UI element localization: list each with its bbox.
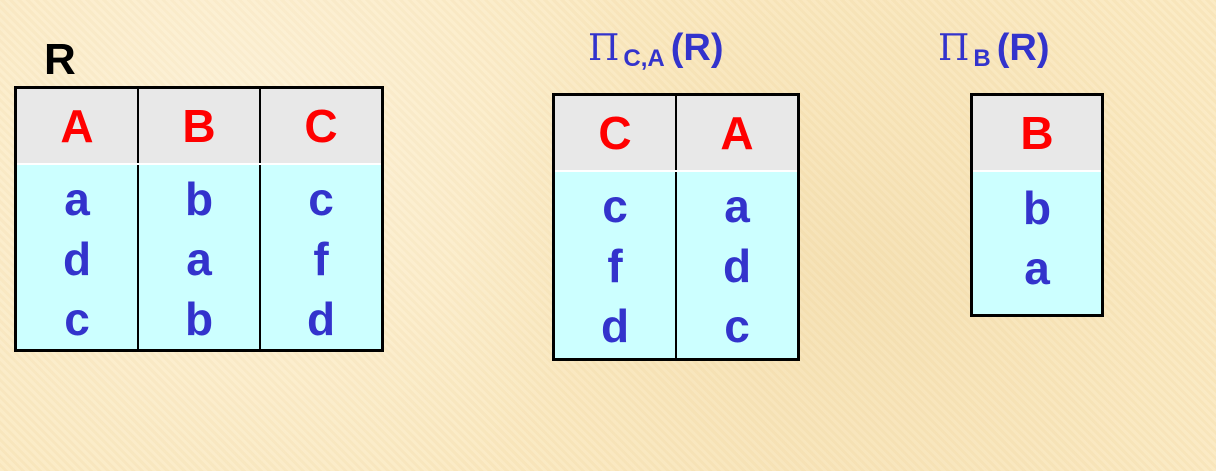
column-b-values: b a b bbox=[137, 164, 260, 351]
column-header-c: C bbox=[259, 87, 383, 165]
projection-b-table: B b a bbox=[970, 93, 1104, 317]
table-body-row: b a bbox=[971, 171, 1103, 316]
pi-operator: Π bbox=[588, 28, 620, 69]
table-cell: f bbox=[607, 240, 623, 292]
relation-r-title: R bbox=[44, 35, 76, 84]
projection-b-argument: (R) bbox=[996, 27, 1050, 69]
table-cell: b bbox=[184, 293, 214, 345]
relation-r-table: A B C a d c b a b c f d bbox=[14, 86, 384, 352]
table-cell: d bbox=[600, 300, 630, 352]
pi-operator: Π bbox=[938, 28, 970, 69]
column-header-c: C bbox=[553, 94, 676, 172]
table-cell: a bbox=[186, 233, 212, 285]
column-c-values: c f d bbox=[553, 171, 676, 360]
table-body-row: a d c b a b c f d bbox=[15, 164, 383, 351]
column-c-values: c f d bbox=[259, 164, 383, 351]
column-header-a: A bbox=[675, 94, 799, 172]
column-b-values: b a bbox=[971, 171, 1103, 316]
table-cell: f bbox=[313, 233, 329, 285]
projection-ca-argument: (R) bbox=[670, 27, 724, 69]
projection-ca-subscript: C,A bbox=[623, 45, 665, 72]
table-cell: a bbox=[64, 173, 90, 225]
table-body-row: c f d a d c bbox=[553, 171, 799, 360]
column-header-a: A bbox=[15, 87, 138, 165]
projection-ca-table: C A c f d a d c bbox=[552, 93, 800, 361]
table-header-row: C A bbox=[553, 94, 799, 172]
table-header-row: B bbox=[971, 94, 1103, 172]
projection-b-subscript: B bbox=[973, 45, 991, 72]
table-cell: a bbox=[1024, 242, 1050, 294]
table-cell: b bbox=[1022, 182, 1052, 234]
table-cell: a bbox=[724, 180, 750, 232]
column-header-b: B bbox=[137, 87, 260, 165]
column-a-values: a d c bbox=[675, 171, 799, 360]
table-cell: d bbox=[306, 293, 336, 345]
table-cell: d bbox=[62, 233, 92, 285]
table-cell: d bbox=[722, 240, 752, 292]
table-cell: c bbox=[308, 173, 334, 225]
table-cell: c bbox=[602, 180, 628, 232]
table-cell: b bbox=[184, 173, 214, 225]
table-cell: c bbox=[724, 300, 750, 352]
column-header-b: B bbox=[971, 94, 1103, 172]
table-cell: c bbox=[64, 293, 90, 345]
table-header-row: A B C bbox=[15, 87, 383, 165]
column-a-values: a d c bbox=[15, 164, 138, 351]
